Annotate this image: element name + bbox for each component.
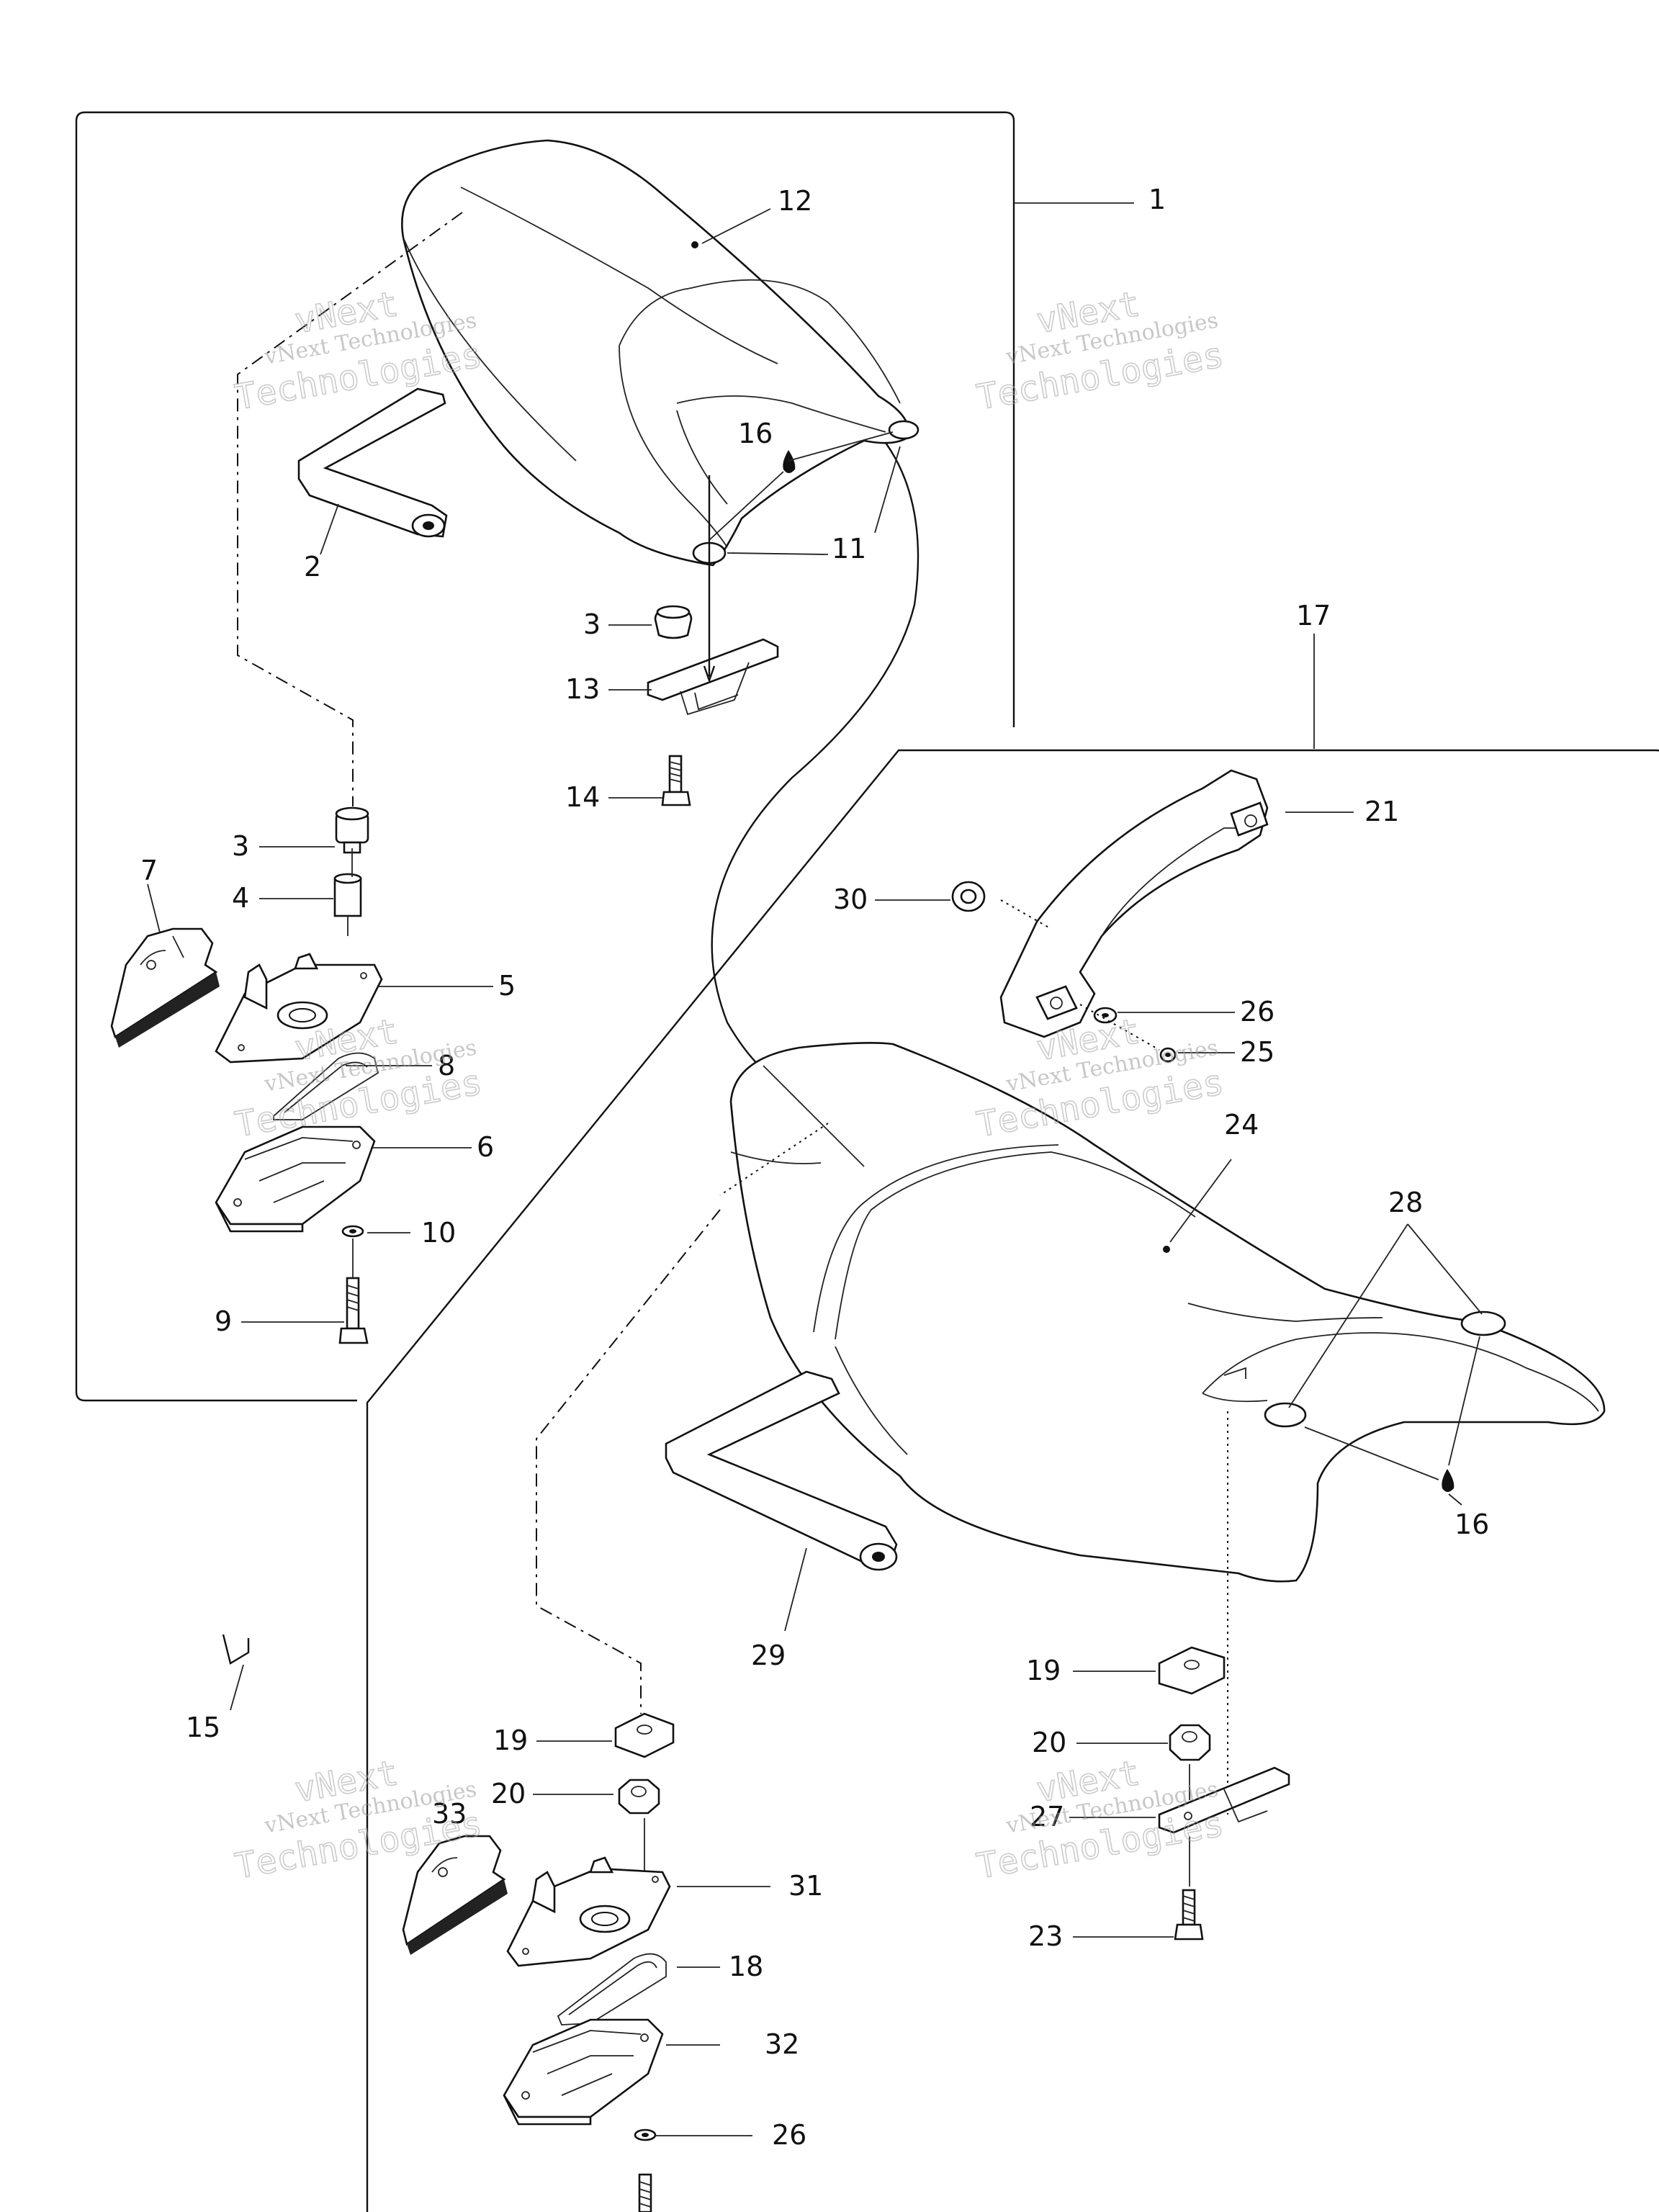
watermark-4: vNext vNext Technologies Technologies <box>974 1010 1228 1146</box>
callout-20-left: 20 <box>491 1778 526 1809</box>
grab-handle-lower-part <box>665 1370 898 1571</box>
seat-assembly-part-24 <box>719 1042 1606 1583</box>
callout-8: 8 <box>438 1050 455 1082</box>
callout-18: 18 <box>729 1951 763 1982</box>
rear-seat-cover-part <box>401 139 920 567</box>
callout-21: 21 <box>1364 796 1399 827</box>
assembly-line-lower-left <box>536 1209 721 1714</box>
adhesive-drop-icon-upper <box>783 450 796 473</box>
latch-part-7 <box>110 927 220 1048</box>
notes-reference-icon <box>222 1634 250 1665</box>
washer-part-10 <box>341 1225 364 1238</box>
callout-20-right: 20 <box>1032 1727 1066 1758</box>
grab-rail-part-21 <box>999 769 1269 1038</box>
square-nut-part-19-right <box>1158 1646 1226 1695</box>
callout-11: 11 <box>832 533 866 565</box>
callout-3-lower: 3 <box>232 830 249 862</box>
callout-31: 31 <box>788 1870 823 1902</box>
callout-2: 2 <box>304 551 321 583</box>
callout-26-upper: 26 <box>1240 996 1274 1028</box>
grommet-part-30 <box>951 881 986 912</box>
assembly-line-upper-left <box>237 212 463 806</box>
bolt-part-14 <box>661 755 691 806</box>
hex-nut-part-20-right <box>1169 1724 1211 1761</box>
watermark-2: vNext vNext Technologies Technologies <box>974 283 1228 418</box>
transfer-arrow-path <box>711 442 920 1082</box>
callout-10: 10 <box>421 1217 456 1249</box>
callout-5: 5 <box>498 970 516 1002</box>
callout-16-upper: 16 <box>738 418 773 449</box>
washer-part-26-lower <box>634 2128 657 2141</box>
callout-1: 1 <box>1148 184 1166 215</box>
cap-part-3-lower <box>335 806 369 854</box>
callout-19-left: 19 <box>493 1725 528 1756</box>
spacer-part-4 <box>333 873 362 917</box>
callout-32: 32 <box>765 2028 799 2060</box>
callout-28: 28 <box>1388 1187 1423 1218</box>
grab-handle-upper-part <box>297 387 448 538</box>
callout-16-lower: 16 <box>1455 1509 1489 1540</box>
callout-labels: 1 12 16 11 2 3 13 14 17 3 4 7 5 8 6 10 9… <box>140 184 1489 2151</box>
callout-12: 12 <box>778 185 812 217</box>
watermark-6: vNext vNext Technologies Technologies <box>974 1752 1228 1887</box>
latch-base-part-32 <box>503 2018 664 2126</box>
latch-base-part-6 <box>215 1125 376 1233</box>
group-frame-lower <box>366 749 1659 2212</box>
base-plate-part-31 <box>506 1856 671 1967</box>
callout-27: 27 <box>1030 1801 1064 1833</box>
bolt-part-23 <box>1174 1889 1204 1941</box>
callout-4: 4 <box>232 882 249 914</box>
base-plate-part-5 <box>215 953 383 1064</box>
latch-bracket-part-13 <box>647 638 779 716</box>
latch-part-33 <box>402 1835 508 1955</box>
adhesive-drop-icon-lower <box>1442 1469 1455 1492</box>
bolt-part-lower-left <box>638 2173 652 2212</box>
callout-14: 14 <box>565 781 600 813</box>
callout-29: 29 <box>751 1640 786 1671</box>
leader-lines <box>147 202 1483 2136</box>
callout-30: 30 <box>833 884 868 915</box>
callout-17: 17 <box>1296 600 1331 631</box>
callout-33: 33 <box>432 1798 467 1830</box>
spring-clip-part-18 <box>557 1953 667 2026</box>
bracket-part-27 <box>1158 1766 1290 1834</box>
callout-7: 7 <box>140 855 158 886</box>
square-nut-part-19-left <box>614 1712 675 1758</box>
group-frame-upper <box>75 111 1015 1402</box>
callout-23: 23 <box>1028 1920 1063 1952</box>
leader-3-stack <box>347 848 354 1278</box>
callout-13: 13 <box>565 673 600 705</box>
callout-26-lower: 26 <box>772 2119 806 2151</box>
callout-6: 6 <box>477 1131 494 1163</box>
nut-part-25 <box>1159 1047 1177 1063</box>
callout-3-upper: 3 <box>583 608 601 640</box>
callout-25: 25 <box>1240 1036 1274 1068</box>
grommet-part-3-upper <box>654 605 693 639</box>
bolt-part-9 <box>338 1277 369 1344</box>
hex-nut-part-20-left <box>618 1779 660 1815</box>
callout-15: 15 <box>186 1712 220 1743</box>
callout-24: 24 <box>1224 1109 1259 1141</box>
callout-9: 9 <box>215 1305 232 1337</box>
washer-part-26-upper <box>1093 1007 1118 1024</box>
callout-19-right: 19 <box>1026 1655 1061 1686</box>
